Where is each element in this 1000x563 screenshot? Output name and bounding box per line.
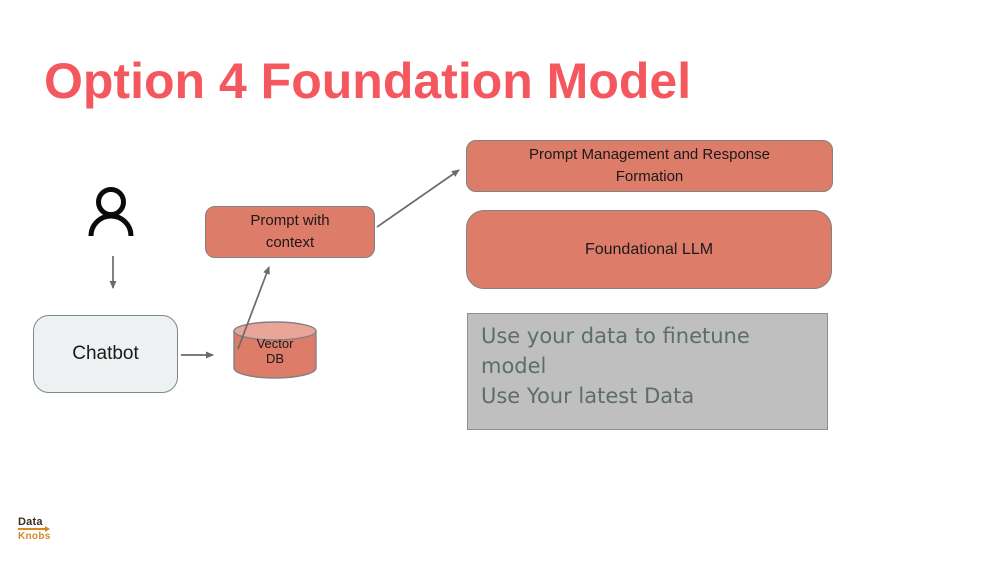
user-icon (88, 187, 134, 237)
notes-line-1: Use your data to finetune model (481, 324, 750, 378)
prompt-with-context-label: Prompt with context (250, 211, 330, 252)
notes-line-2: Use Your latest Data (481, 384, 695, 408)
chatbot-label: Chatbot (72, 343, 139, 364)
slide-title: Option 4 Foundation Model (44, 53, 692, 109)
prompt-with-context-node: Prompt with context (205, 206, 375, 258)
arrow-prompt-to-management (376, 169, 460, 228)
prompt-management-label: Prompt Management and Response Formation (529, 146, 770, 185)
foundational-llm-node: Foundational LLM (466, 210, 832, 289)
dataknobs-logo: Data Knobs (18, 517, 54, 542)
vector-db-label: Vector DB (233, 336, 317, 366)
notes-box: Use your data to finetune model Use Your… (467, 313, 828, 430)
foundational-llm-label: Foundational LLM (584, 240, 714, 258)
prompt-management-node: Prompt Management and Response Formation (466, 140, 833, 192)
vector-db-label-line2: DB (265, 351, 285, 366)
logo-knobs-text: Knobs (18, 531, 51, 542)
chatbot-node: Chatbot (33, 315, 178, 393)
logo-arrow-icon (18, 526, 50, 532)
vector-db-label-line1: Vector (256, 336, 294, 351)
logo-data-text: Data (18, 516, 43, 528)
